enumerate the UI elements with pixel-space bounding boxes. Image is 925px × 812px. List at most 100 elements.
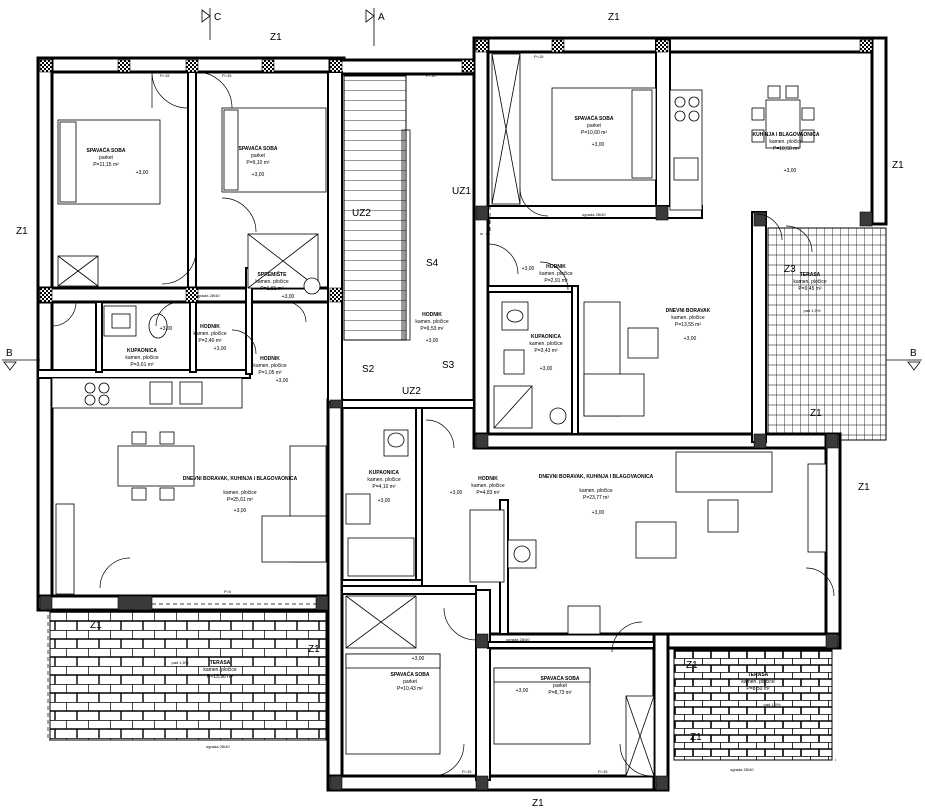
svg-text:kamen. pločice: kamen. pločice [579,488,613,494]
parapet-note-w: ograda 28/40 [206,744,230,749]
svg-text:KUPAONICA: KUPAONICA [531,334,561,340]
room-label-hall-w: HODNIK kamen. pločice P=2,40 m² +3,00 [193,324,227,352]
svg-text:P=1,05 m²: P=1,05 m² [258,370,282,376]
section-b-left-label: B [6,348,13,359]
section-mark-a: A [365,8,385,46]
svg-text:kamen. pločice: kamen. pločice [253,363,287,369]
svg-text:+3,00: +3,00 [784,168,797,174]
room-label-hall-w2: HODNIK kamen. pločice P=1,05 m² +3,00 [253,356,288,384]
z3-label: Z3 [784,264,796,275]
z1-label-right: Z1 [892,160,904,171]
svg-text:P=23,77 m²: P=23,77 m² [583,495,609,501]
wall-bath-ne [487,285,577,293]
svg-text:P=4,10 m²: P=4,10 m² [372,484,396,490]
svg-text:SPAVAĆA SOBA: SPAVAĆA SOBA [541,674,580,682]
svg-text:+3,00: +3,00 [412,656,425,662]
wall-east-outer [870,36,888,226]
window-note-1: P=15 [160,73,170,78]
z1-label-top: Z1 [270,32,282,43]
svg-text:HODNIK: HODNIK [200,324,220,330]
svg-text:kamen. pločice: kamen. pločice [671,315,705,321]
z1-label-left: Z1 [16,226,28,237]
section-b-right-label: B [910,348,917,359]
parapet-note-w2: ograda 28/40 [196,293,220,298]
z1-label-south-west: Z1 [90,620,102,631]
wall-bed-divider [187,71,197,295]
svg-text:DNEVNI BORAVAK: DNEVNI BORAVAK [666,308,711,314]
section-a-label: A [378,12,385,23]
svg-text:TERASA: TERASA [210,660,231,666]
wall-south-right [652,632,670,792]
wall-stair-north [328,58,478,76]
wall-hall-w [189,301,197,373]
svg-text:P=8,73 m²: P=8,73 m² [548,690,572,696]
svg-text:kamen. pločice: kamen. pločice [741,679,775,685]
section-c-label: C [214,12,221,23]
room-label-bath-s: KUPAONICA kamen. pločice P=4,10 m² +3,00 [367,470,401,504]
parapet-note-s: ograda 28/40 [506,637,530,642]
svg-text:+3,00: +3,00 [522,266,535,272]
svg-text:+3,00: +3,00 [282,294,295,300]
svg-text:parket: parket [553,683,568,689]
svg-text:+3,00: +3,00 [214,346,227,352]
s4-label: S4 [426,258,439,269]
svg-text:P=25,61 m²: P=25,61 m² [227,497,253,503]
svg-text:kamen. pločice: kamen. pločice [769,139,803,145]
svg-text:P=10,43 m²: P=10,43 m² [397,686,423,692]
staircase [343,75,407,341]
svg-text:kamen. pločice: kamen. pločice [539,271,573,277]
svg-text:+3,00: +3,00 [516,688,529,694]
room-label-bath-w: KUPAONICA kamen. pločice P=3,61 m² +3,00 [125,326,172,368]
svg-text:+3,00: +3,00 [252,172,265,178]
wall-east-lower [472,432,840,450]
svg-text:P=13,55 m²: P=13,55 m² [675,322,701,328]
svg-text:kamen. pločice: kamen. pločice [529,341,563,347]
svg-text:P=1,81 m²: P=1,81 m² [260,286,284,292]
svg-text:P=9,45 m²: P=9,45 m² [798,286,822,292]
s3-label: S3 [442,360,455,371]
wall-bath-s-right [415,407,423,585]
dashed-guides [47,206,887,761]
furniture [51,53,827,777]
uz1-label: UZ1 [452,186,471,197]
room-label-bed5: SPAVAĆA SOBA parket P=8,73 m² +3,00 [516,674,580,696]
svg-text:kamen. pločice: kamen. pločice [471,483,505,489]
svg-text:P=3,61 m²: P=3,61 m² [130,362,154,368]
terrace-e-slope: pad 1,5% [804,308,821,313]
terrace-west-floor [49,611,327,741]
svg-text:DNEVNI BORAVAK, KUHINJA I BLAG: DNEVNI BORAVAK, KUHINJA I BLAGOVAONICA [539,474,654,480]
wall-bed3-east [655,39,671,219]
wall-south-bottom [326,774,670,792]
svg-text:parket: parket [403,679,418,685]
z1-label-terrace: Z1 [810,408,822,419]
s2-label: S2 [362,364,375,375]
stair-stringer [401,129,411,341]
svg-text:+3,00: +3,00 [276,378,289,384]
terrace-east-floor [767,227,887,441]
z1-label-top-right: Z1 [608,12,620,23]
wall-stair-landing [341,399,475,409]
svg-text:parket: parket [99,155,114,161]
svg-text:P=8,50 m²: P=8,50 m² [746,686,770,692]
svg-text:+3,00: +3,00 [592,510,605,516]
svg-text:SPAVAĆA SOBA: SPAVAĆA SOBA [239,144,278,152]
z1-label-right-lower: Z1 [858,482,870,493]
room-label-hall-ne: HODNIK kamen. pločice P=2,91 m² +3,00 [522,264,573,284]
svg-text:HODNIK: HODNIK [260,356,280,362]
section-mark-c: C [201,8,221,40]
room-label-terrace-e: TERASA kamen. pločice P=9,45 m² pad 1,5% [793,272,827,313]
z1-label-se-top: Z1 [686,660,698,671]
svg-text:TERASA: TERASA [748,672,769,678]
svg-text:TERASA: TERASA [800,272,821,278]
svg-text:P=2,40 m²: P=2,40 m² [198,338,222,344]
parapet-note-n: ograda 28/40 [582,212,606,217]
svg-text:+3,00: +3,00 [234,508,247,514]
svg-text:P=4,83 m²: P=4,83 m² [476,490,500,496]
room-label-hall-s: HODNIK kamen. pločice P=4,83 m² +3,00 [450,476,505,496]
wall-bed4-top [341,585,477,595]
terrace-se-slope: pad 1,5% [764,702,781,707]
window-note-5: P=0 [224,589,232,594]
wall-bath-w [95,301,103,373]
svg-text:+3,00: +3,00 [378,498,391,504]
uz2-label-top: UZ2 [352,208,371,219]
